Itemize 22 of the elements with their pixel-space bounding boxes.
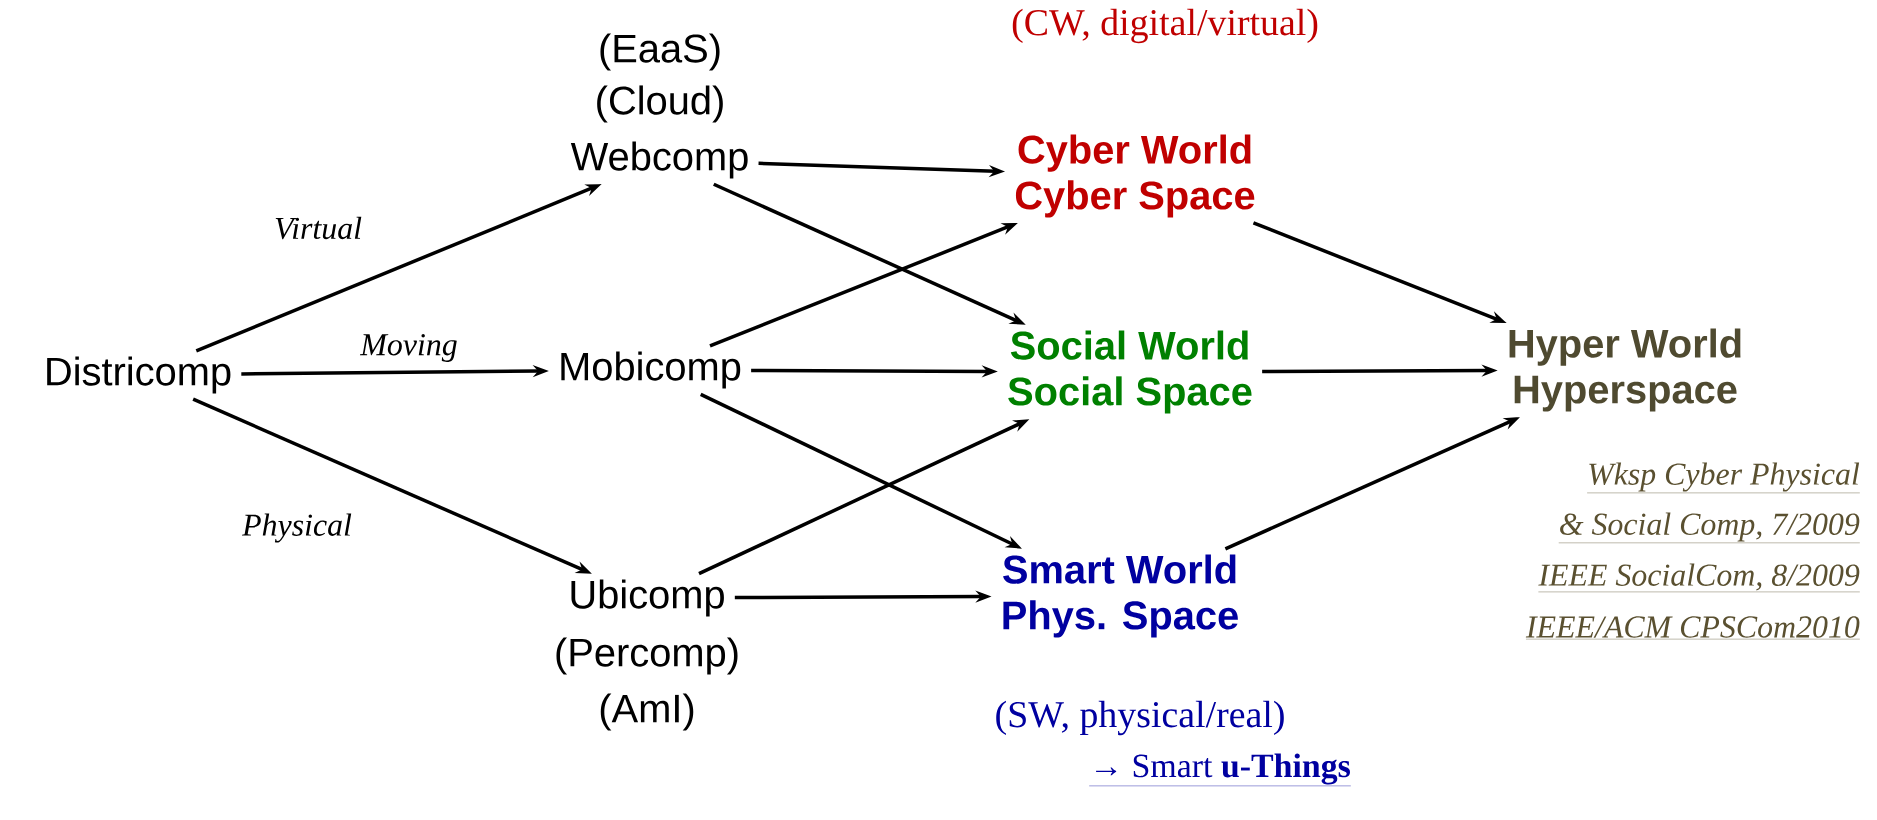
term-label: Webcomp: [570, 141, 748, 179]
alias-label: (EaaS): [600, 33, 720, 71]
citation-link: IEEE/ACM CPSCom2010: [1525, 616, 1860, 640]
edge-label: Moving: [359, 333, 459, 363]
citation-link: & Social Comp, 7/2009: [1558, 512, 1860, 544]
term-label: Districomp: [47, 356, 231, 394]
edge-label: Physical: [241, 512, 353, 544]
world-label: Social World Social Space: [1008, 330, 1252, 414]
world-label: Cyber World Cyber Space: [1015, 134, 1255, 218]
edge-label: Virtual: [273, 215, 363, 241]
note-label: (CW, digital/virtual): [1012, 8, 1318, 44]
term-label: Ubicomp: [571, 579, 724, 617]
citation-link: IEEE SocialCom, 8/2009: [1538, 563, 1860, 593]
world-label: Smart World Phys. Space: [1003, 554, 1238, 638]
link-text: → Smart u-Things: [1089, 753, 1352, 787]
citation-link: Wksp Cyber Physical: [1586, 462, 1860, 494]
alias-label: (Percomp): [556, 637, 738, 675]
world-label: Hyper World Hyperspace: [1509, 328, 1741, 412]
note-label: (SW, physical/real): [996, 700, 1284, 736]
term-label: Mobicomp: [561, 351, 741, 389]
alias-label: (Cloud): [597, 85, 723, 123]
alias-label: (AmI): [600, 693, 694, 731]
